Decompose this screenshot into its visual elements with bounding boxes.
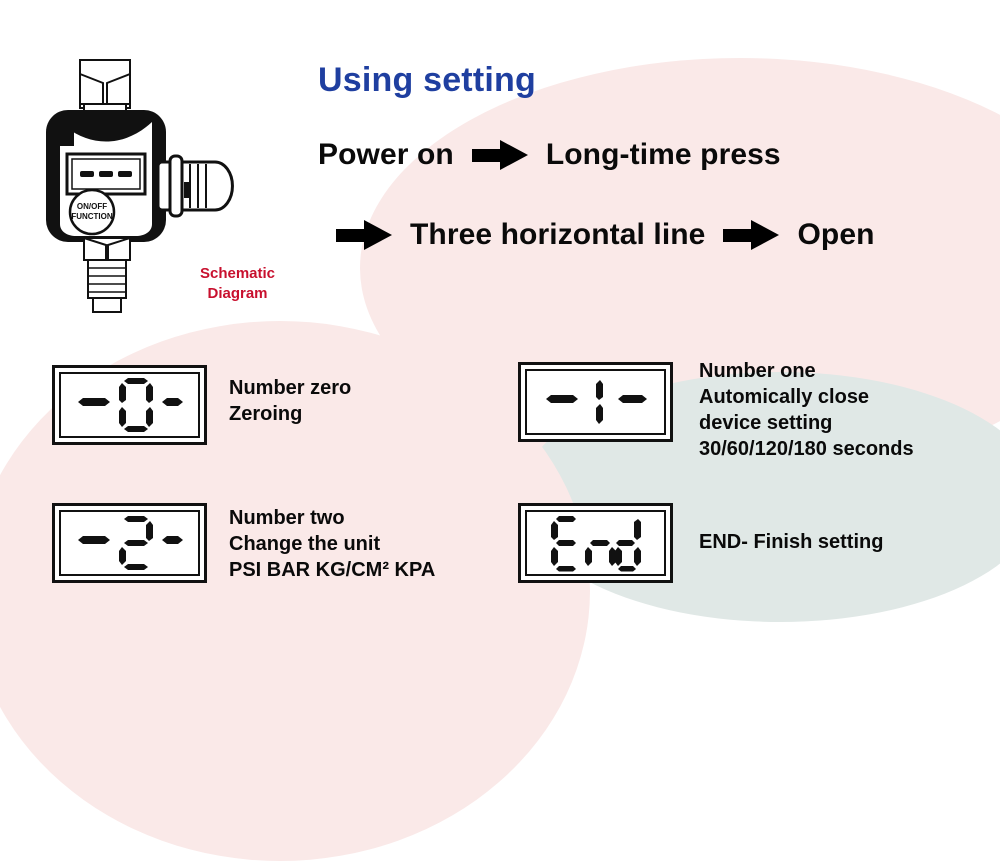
lcd-display-frame xyxy=(518,362,673,442)
lcd-desc-line: PSI BAR KG/CM² KPA xyxy=(229,559,436,581)
bottom-connector-icon xyxy=(83,236,131,313)
flow-step-three-horizontal-line: Three horizontal line xyxy=(410,218,706,251)
lcd-desc-line: Number one xyxy=(699,360,816,382)
page-title: Using setting xyxy=(318,61,536,99)
lcd-legend-description: Number two Change the unit PSI BAR KG/CM… xyxy=(229,505,435,583)
arrow-right-icon xyxy=(336,220,392,250)
lcd-display-screen xyxy=(525,510,666,576)
flow-step-long-time-press: Long-time press xyxy=(545,138,781,171)
lcd-segments-dash-two-dash xyxy=(77,516,183,570)
lcd-segments-end xyxy=(550,516,641,572)
svg-text:ON/OFF: ON/OFF xyxy=(77,202,107,211)
lcd-desc-line: END- Finish setting xyxy=(699,531,884,553)
pressure-switch-device-svg: ON/OFF FUNCTION xyxy=(46,59,234,313)
lcd-legend-description: Number one Automically close device sett… xyxy=(699,358,914,462)
lcd-desc-line: Automically close xyxy=(699,386,870,408)
lcd-desc-line: Zeroing xyxy=(229,403,303,425)
lcd-desc-line: Number two xyxy=(229,507,345,529)
side-connector-icon xyxy=(156,154,234,218)
lcd-segments-dash-zero-dash xyxy=(77,378,183,432)
schematic-caption-line-1: Schematic xyxy=(199,265,276,282)
lcd-segments-dash-one-dash xyxy=(545,380,647,424)
lcd-legend-description: END- Finish setting xyxy=(699,529,883,555)
lcd-display-frame xyxy=(518,503,673,583)
lcd-legend-item: Number zero Zeroing xyxy=(52,365,351,445)
schematic-caption-line-2: Diagram xyxy=(207,284,268,302)
on-off-function-button-icon: ON/OFF FUNCTION xyxy=(68,188,116,236)
lcd-legend-description: Number zero Zeroing xyxy=(229,375,351,427)
lcd-desc-line: 30/60/120/180 seconds xyxy=(699,438,914,460)
arrow-right-icon xyxy=(723,220,780,250)
lcd-legend-item: Number two Change the unit PSI BAR KG/CM… xyxy=(52,503,435,583)
lcd-desc-line: Number zero xyxy=(229,377,352,399)
schematic-diagram-caption: Schematic Diagram xyxy=(170,264,305,304)
flow-row-1: Power on Long-time press xyxy=(318,138,781,172)
device-lcd-display xyxy=(65,152,147,196)
top-connector-icon xyxy=(79,59,131,117)
schematic-diagram-illustration: ON/OFF FUNCTION xyxy=(40,52,270,322)
lcd-desc-line: device setting xyxy=(699,412,833,434)
flow-step-power-on: Power on xyxy=(318,138,454,171)
flow-step-open: Open xyxy=(797,218,875,251)
svg-text:FUNCTION: FUNCTION xyxy=(71,212,113,221)
lcd-legend-item: Number one Automically close device sett… xyxy=(518,360,914,462)
flow-row-2: Three horizontal line Open xyxy=(318,218,875,252)
lcd-display-screen xyxy=(59,510,200,576)
arrow-right-icon xyxy=(471,140,528,170)
lcd-display-frame xyxy=(52,365,207,445)
lcd-display-screen xyxy=(59,372,200,438)
lcd-desc-line: Change the unit xyxy=(229,533,381,555)
lcd-legend-item: END- Finish setting xyxy=(518,503,883,583)
lcd-display-screen xyxy=(525,369,666,435)
lcd-display-frame xyxy=(52,503,207,583)
